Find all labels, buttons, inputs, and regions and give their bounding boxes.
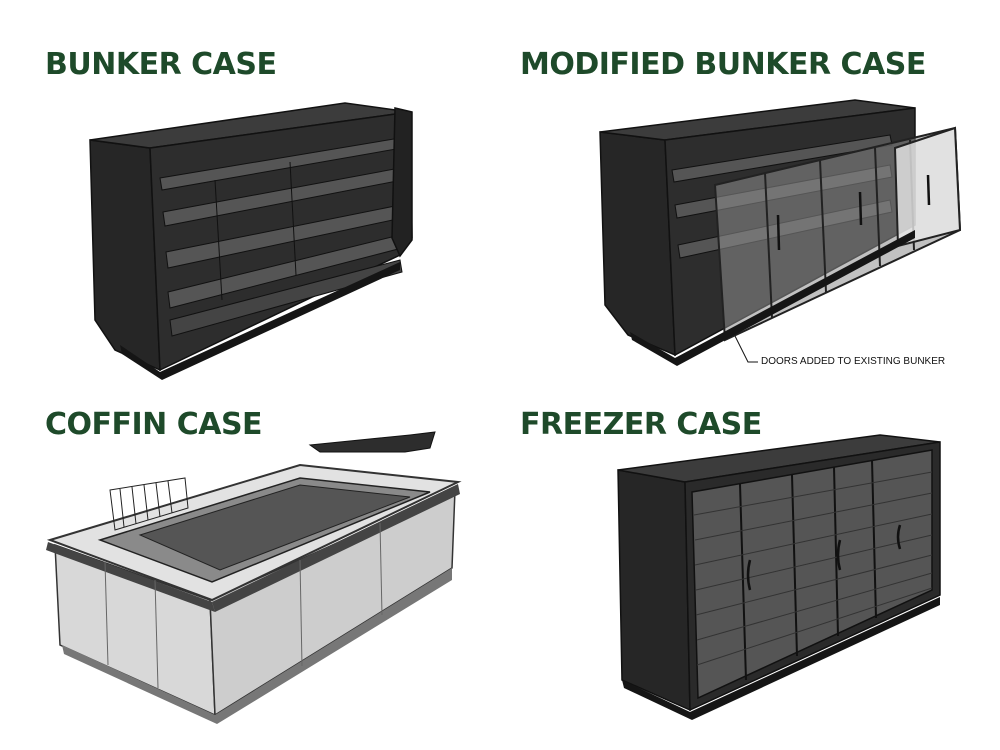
- freezer-case-illustration-icon: [617, 434, 941, 720]
- coffin-case-title: COFFIN CASE: [45, 407, 263, 442]
- bunker-case-panel: BUNKER CASE: [0, 0, 500, 390]
- freezer-case-panel: FREEZER CASE: [500, 390, 1000, 750]
- coffin-case-panel: COFFIN CASE: [0, 390, 500, 750]
- freezer-case-title: FREEZER CASE: [520, 407, 762, 442]
- modified-bunker-case-title: MODIFIED BUNKER CASE: [520, 47, 926, 82]
- modified-bunker-case-panel: MODIFIED BUNKER CASE DOORS ADDED TO EXIS…: [500, 0, 1000, 390]
- coffin-case-illustration-icon: [46, 431, 462, 724]
- doors-added-callout: DOORS ADDED TO EXISTING BUNKER: [761, 356, 946, 367]
- modified-bunker-case-illustration-icon: [599, 99, 962, 366]
- bunker-case-illustration-icon: [89, 102, 413, 380]
- bunker-case-title: BUNKER CASE: [45, 47, 277, 82]
